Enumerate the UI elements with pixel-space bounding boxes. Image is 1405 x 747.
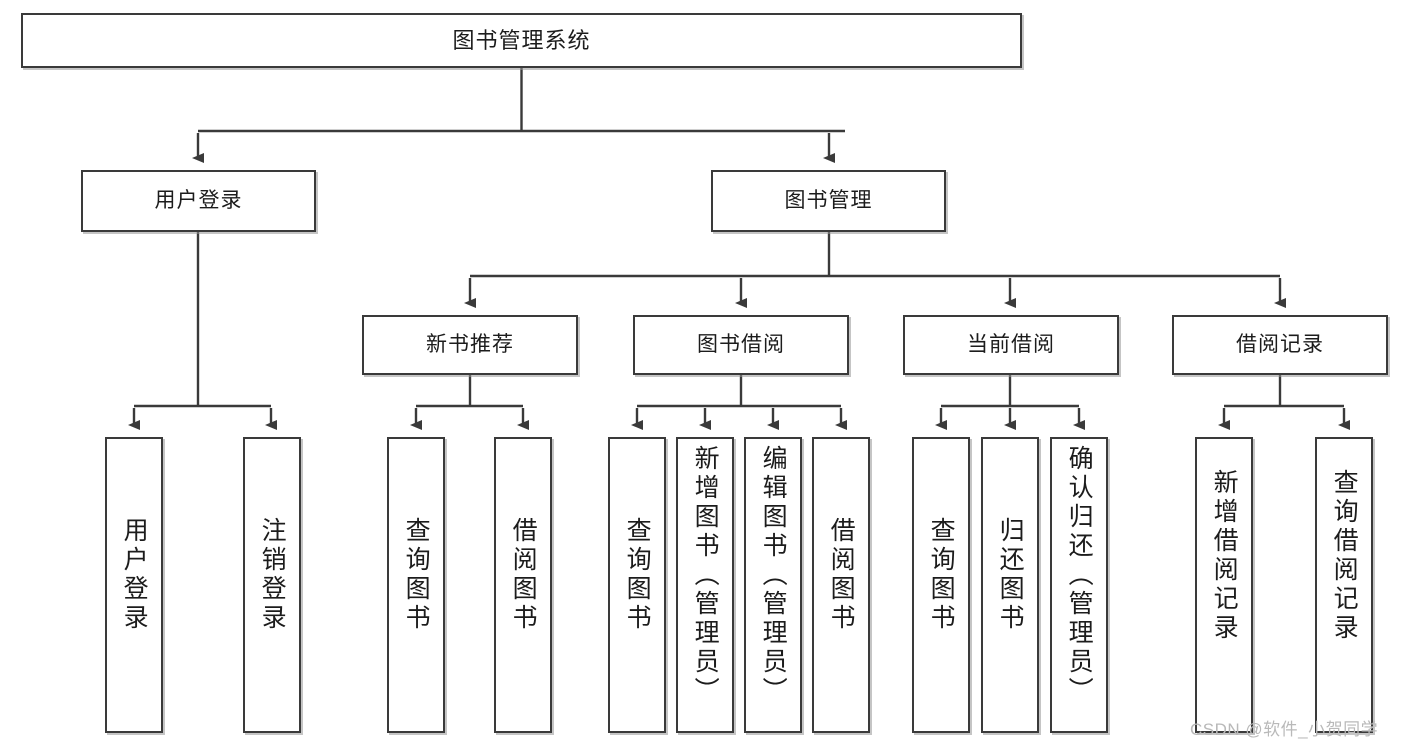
leaf-add-borrow-record[interactable]: 新增借阅记录 bbox=[1195, 437, 1253, 733]
node-label: 确认归还（管理员） bbox=[1065, 445, 1094, 706]
node-borrow-record[interactable]: 借阅记录 bbox=[1172, 315, 1388, 375]
leaf-query-book-recommend[interactable]: 查询图书 bbox=[387, 437, 445, 733]
node-label: 用户登录 bbox=[154, 188, 243, 212]
leaf-confirm-return-admin[interactable]: 确认归还（管理员） bbox=[1050, 437, 1108, 733]
node-label: 新书推荐 bbox=[426, 332, 514, 356]
node-label: 图书借阅 bbox=[697, 332, 785, 356]
leaf-query-book-current[interactable]: 查询图书 bbox=[912, 437, 970, 733]
node-label: 借阅图书 bbox=[827, 517, 856, 633]
node-label: 查询图书 bbox=[927, 517, 956, 633]
leaf-return-book[interactable]: 归还图书 bbox=[981, 437, 1039, 733]
leaf-add-book-admin[interactable]: 新增图书（管理员） bbox=[676, 437, 734, 733]
csdn-watermark: CSDN @软件_小贺同学 bbox=[1190, 720, 1379, 739]
node-root-system[interactable]: 图书管理系统 bbox=[21, 13, 1022, 68]
node-label: 当前借阅 bbox=[967, 332, 1055, 356]
node-label: 借阅记录 bbox=[1236, 332, 1324, 356]
leaf-borrow-book[interactable]: 借阅图书 bbox=[812, 437, 870, 733]
node-label: 归还图书 bbox=[996, 517, 1025, 633]
node-label: 图书管理 bbox=[784, 188, 873, 212]
node-label: 查询图书 bbox=[402, 517, 431, 633]
leaf-logout[interactable]: 注销登录 bbox=[243, 437, 301, 733]
node-book-borrow[interactable]: 图书借阅 bbox=[633, 315, 849, 375]
node-label: 查询借阅记录 bbox=[1330, 469, 1359, 643]
leaf-user-login[interactable]: 用户登录 bbox=[105, 437, 163, 733]
leaf-query-borrow-record[interactable]: 查询借阅记录 bbox=[1315, 437, 1373, 733]
node-label: 新增图书（管理员） bbox=[691, 445, 720, 706]
leaf-borrow-book-recommend[interactable]: 借阅图书 bbox=[494, 437, 552, 733]
node-current-borrow[interactable]: 当前借阅 bbox=[903, 315, 1119, 375]
node-label: 注销登录 bbox=[258, 517, 287, 633]
node-label: 借阅图书 bbox=[509, 517, 538, 633]
leaf-edit-book-admin[interactable]: 编辑图书（管理员） bbox=[744, 437, 802, 733]
node-label: 编辑图书（管理员） bbox=[759, 445, 788, 706]
node-new-book-recommend[interactable]: 新书推荐 bbox=[362, 315, 578, 375]
node-label: 图书管理系统 bbox=[452, 27, 591, 53]
leaf-query-book-borrow[interactable]: 查询图书 bbox=[608, 437, 666, 733]
node-user-login[interactable]: 用户登录 bbox=[81, 170, 316, 232]
node-label: 查询图书 bbox=[623, 517, 652, 633]
node-label: 新增借阅记录 bbox=[1210, 469, 1239, 643]
node-book-management[interactable]: 图书管理 bbox=[711, 170, 946, 232]
node-label: 用户登录 bbox=[120, 517, 149, 633]
